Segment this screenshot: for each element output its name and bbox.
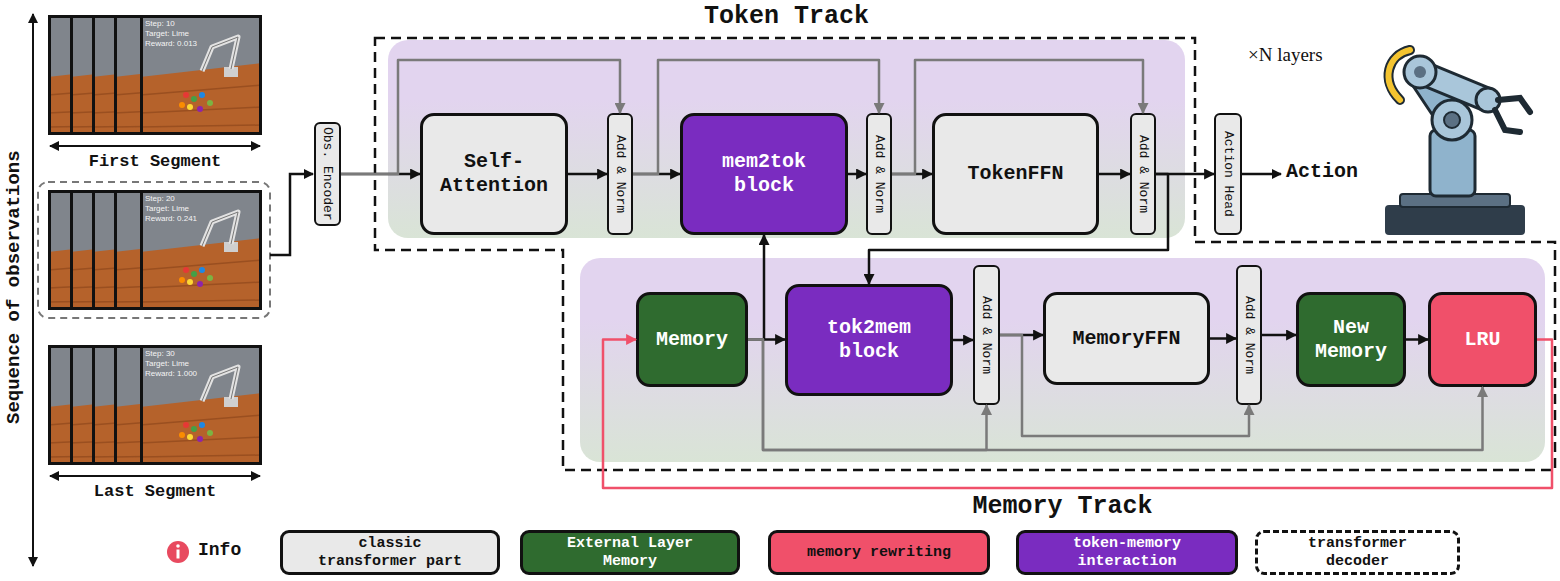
segment-span-arrow xyxy=(50,475,260,477)
legend-text: memory rewriting xyxy=(807,544,951,561)
first-segment-frames xyxy=(48,15,262,135)
legend-text: transformer decoder xyxy=(1288,535,1427,570)
frame-text: Reward: 0.013 xyxy=(145,40,197,48)
legend-swatch: token-memory interaction xyxy=(1016,530,1238,575)
box-label: Action Head xyxy=(1220,131,1236,217)
frame-text: Target: Lime xyxy=(145,30,189,38)
residual-connector xyxy=(633,60,879,174)
interaction-box: mem2tok block xyxy=(680,113,848,235)
flow-connector xyxy=(341,173,420,176)
legend-text: External Layer Memory xyxy=(553,535,707,570)
legend-swatch: memory rewriting xyxy=(768,530,990,575)
flow-connector xyxy=(1262,334,1296,337)
legend-swatch: transformer decoder xyxy=(1255,530,1460,575)
add-norm-box: Add & Norm xyxy=(607,113,633,235)
flow-connector xyxy=(748,338,785,341)
add-norm-box: Add & Norm xyxy=(1236,265,1262,405)
middle-segment-frames xyxy=(48,190,262,310)
box-label: TokenFFN xyxy=(967,162,1063,186)
memory-box: Memory xyxy=(636,292,748,387)
flow-connector xyxy=(1000,334,1043,337)
box-label: mem2tok block xyxy=(691,150,837,198)
segment-span-arrow xyxy=(50,145,260,147)
residual-connector xyxy=(341,60,620,174)
flow-connector xyxy=(1099,173,1130,176)
box-label: Self-Attention xyxy=(431,150,557,198)
layer-count: ×N layers xyxy=(1248,44,1323,66)
robot-arm-illustration xyxy=(1385,50,1530,235)
track-band: Memory TrackMemorytok2mem blockAdd & Nor… xyxy=(580,258,1545,462)
flow-connector xyxy=(848,173,866,176)
legend-swatch: classic transformer part xyxy=(280,530,500,575)
output-label: Action xyxy=(1286,160,1358,183)
flow-connector xyxy=(869,174,1168,284)
frame-text: Step: 30 xyxy=(145,350,175,358)
input-arrow xyxy=(270,174,313,255)
add-norm-box: Add & Norm xyxy=(866,113,892,235)
track-title: Token Track xyxy=(388,2,1185,32)
legend-text: token-memory interaction xyxy=(1049,535,1205,570)
residual-connector xyxy=(1000,335,1249,436)
track-band: Token TrackSelf-AttentionAdd & Normmem2t… xyxy=(388,40,1185,238)
add-norm-box: Add & Norm xyxy=(973,265,1000,405)
encoder-box: Obs. Encoder xyxy=(314,122,341,226)
current-segment-outline xyxy=(38,182,270,318)
residual-connector xyxy=(892,60,1143,174)
box-label: LRU xyxy=(1464,328,1500,352)
track-title: Memory Track xyxy=(580,492,1545,522)
axis-title: Sequence of observations xyxy=(0,15,28,560)
box-label: New Memory xyxy=(1305,316,1397,364)
box-label: Add & Norm xyxy=(871,135,887,213)
residual-connector xyxy=(748,340,987,451)
segment-label: First Segment xyxy=(48,152,262,171)
rewrite-connector xyxy=(603,340,1552,489)
segment-label: Last Segment xyxy=(48,482,262,501)
add-norm-box: Add & Norm xyxy=(1130,113,1156,235)
box-label: Add & Norm xyxy=(979,296,995,374)
interaction-box: tok2mem block xyxy=(785,284,953,396)
flow-connector xyxy=(1210,337,1236,340)
frame-text: Target: Lime xyxy=(145,205,189,213)
flow-connector xyxy=(568,173,607,176)
process-box: TokenFFN xyxy=(932,113,1099,235)
box-label: Add & Norm xyxy=(1241,296,1257,374)
process-box: MemoryFFN xyxy=(1043,292,1210,385)
box-label: MemoryFFN xyxy=(1072,327,1180,351)
frame-text: Reward: 1.000 xyxy=(145,370,197,378)
legend-title: Info xyxy=(198,540,241,560)
process-box: Self-Attention xyxy=(420,113,568,235)
box-label: Add & Norm xyxy=(612,135,628,213)
residual-connector xyxy=(748,340,1483,451)
box-label: Obs. Encoder xyxy=(320,127,336,221)
head-box: Action Head xyxy=(1214,113,1242,235)
box-label: tok2mem block xyxy=(796,316,942,364)
flow-connector xyxy=(633,173,680,176)
memory-box: New Memory xyxy=(1296,292,1406,387)
legend-text: classic transformer part xyxy=(313,535,467,570)
decoder-outline xyxy=(375,38,1555,470)
flow-connector xyxy=(748,235,764,340)
frame-text: Target: Lime xyxy=(145,360,189,368)
frame-text: Reward: 0.241 xyxy=(145,215,197,223)
last-segment-frames xyxy=(48,345,262,465)
box-label: Memory xyxy=(656,328,728,352)
frame-text: Step: 20 xyxy=(145,195,175,203)
rewrite-box: LRU xyxy=(1428,292,1537,387)
flow-connector xyxy=(1406,338,1428,341)
flow-connector xyxy=(953,339,973,342)
flow-connector xyxy=(892,173,932,176)
box-label: Add & Norm xyxy=(1135,135,1151,213)
info-icon xyxy=(167,541,189,563)
legend-swatch: External Layer Memory xyxy=(520,530,740,575)
frame-text: Step: 10 xyxy=(145,20,175,28)
output-arrow xyxy=(1242,173,1281,176)
sequence-arrow xyxy=(32,14,34,566)
flow-connector xyxy=(1156,173,1214,176)
